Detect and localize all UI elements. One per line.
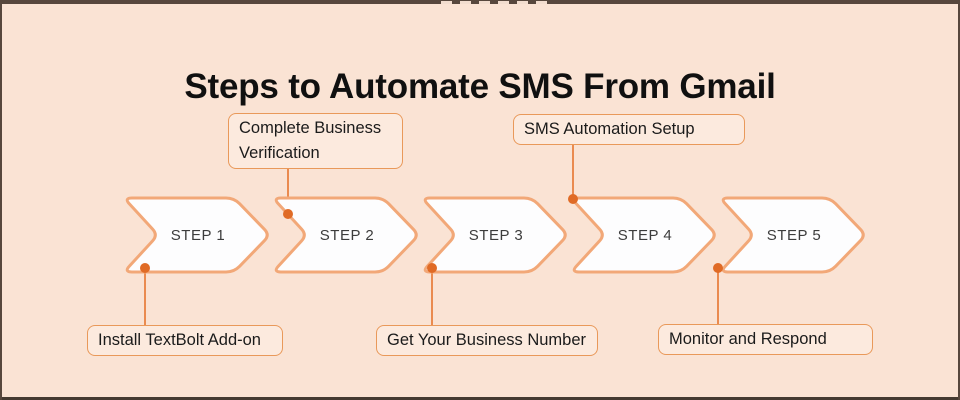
callout-text: Complete Business Verification xyxy=(239,119,382,162)
connector-dot-step1 xyxy=(140,263,150,273)
connector-dot-step5 xyxy=(713,263,723,273)
screen-edge-artifact-right xyxy=(958,0,960,400)
connector-dot-step2 xyxy=(283,209,293,219)
callout-monitor-and-respond: Monitor and Respond xyxy=(658,324,873,355)
page-title: Steps to Automate SMS From Gmail xyxy=(184,67,776,107)
screen-edge-artifact-left xyxy=(0,0,2,400)
callout-install-textbolt-addon: Install TextBolt Add-on xyxy=(87,325,283,356)
callout-get-your-business-number: Get Your Business Number xyxy=(376,325,598,356)
step-chevron-label-5: STEP 5 xyxy=(767,227,821,244)
callout-text: Get Your Business Number xyxy=(387,331,587,349)
step-chevron-label-4: STEP 4 xyxy=(618,227,672,244)
screen-edge-artifact-dashes xyxy=(441,1,547,4)
step-chevron-label-2: STEP 2 xyxy=(320,227,374,244)
screen-edge-artifact-bottom xyxy=(0,397,960,400)
step-chevron-label-1: STEP 1 xyxy=(171,227,225,244)
callout-text: Monitor and Respond xyxy=(669,330,827,348)
callout-sms-automation-setup: SMS Automation Setup xyxy=(513,114,745,145)
callout-complete-business-verification: Complete Business Verification xyxy=(228,113,403,169)
connector-dot-step3 xyxy=(427,263,437,273)
connector-dot-step4 xyxy=(568,194,578,204)
callout-text: SMS Automation Setup xyxy=(524,120,695,138)
callout-text: Install TextBolt Add-on xyxy=(98,331,261,349)
step-chevron-label-3: STEP 3 xyxy=(469,227,523,244)
